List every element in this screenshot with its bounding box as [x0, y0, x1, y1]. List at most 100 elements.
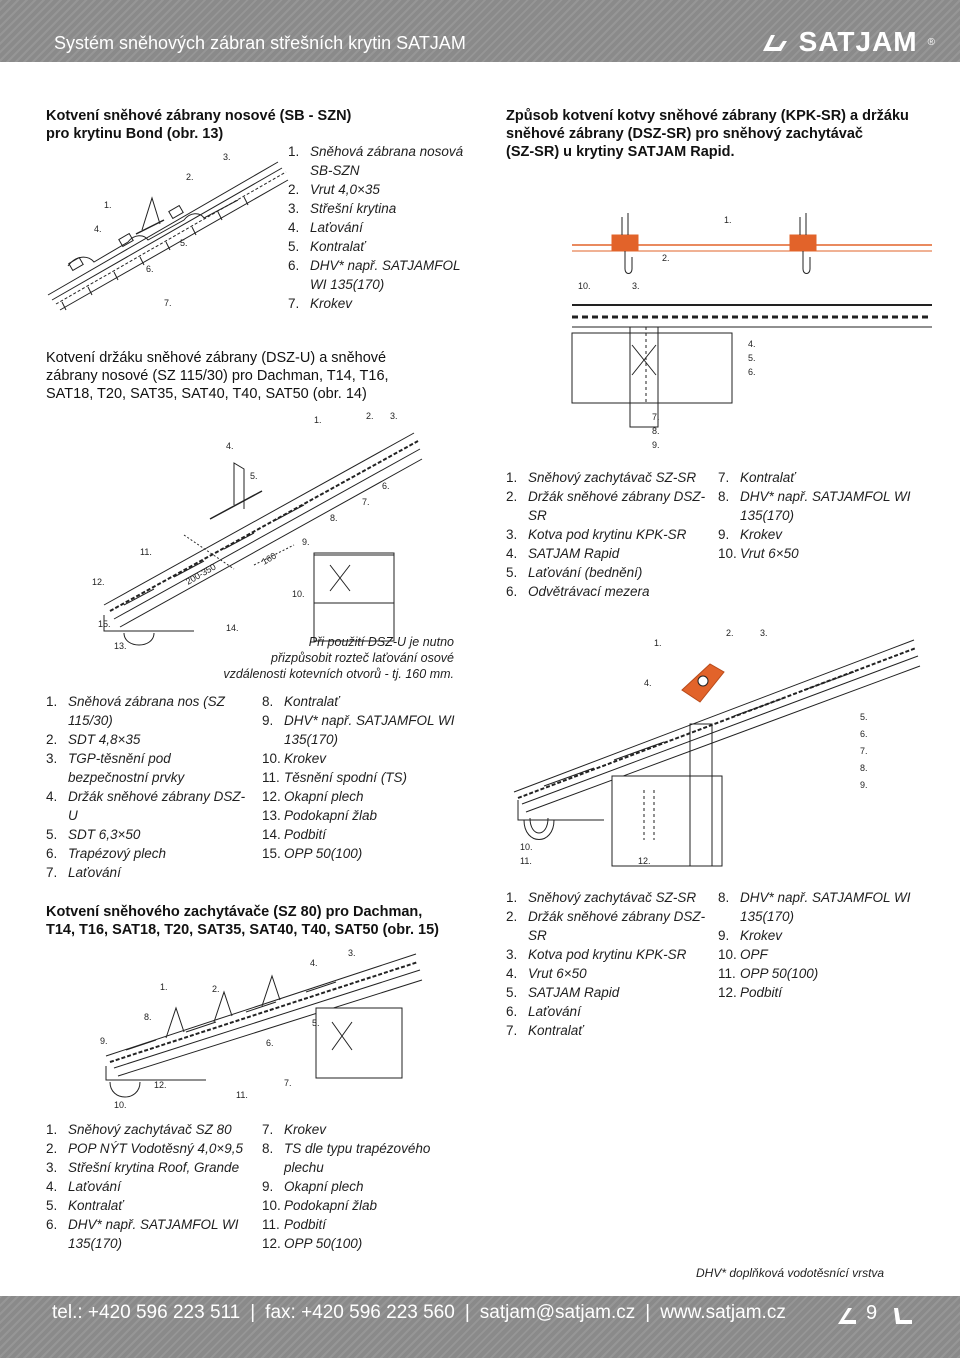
section2-heading-line: sněhové zábrany (DSZ-SR) pro sněhový zac… — [506, 126, 863, 142]
rapid-label-4: 4. — [748, 339, 756, 349]
footer-separator: | — [250, 1302, 256, 1323]
eave-label-7: 7. — [860, 746, 868, 756]
eave-label-1: 1. — [654, 638, 662, 648]
legend-item: 1.Sněhová zábrana nosová SB-SZN — [288, 144, 464, 178]
eave-label-9: 9. — [860, 780, 868, 790]
section1-legend: 1.Sněhová zábrana nosová SB-SZN 2.Vrut 4… — [288, 142, 468, 313]
legend-item: 4.Laťování — [46, 1179, 121, 1194]
legend-item: 14.Podbití — [262, 827, 327, 842]
eave-label-12: 12. — [638, 856, 651, 866]
fig14-dimension-160: 160 — [260, 551, 278, 567]
eave-label-10: 10. — [520, 842, 533, 852]
legend-item: 1.Sněhový zachytávač SZ-SR — [506, 890, 697, 905]
fig14-label-2: 2. — [366, 411, 374, 421]
legend-item: 1.Sněhová zábrana nos (SZ 115/30) — [46, 694, 225, 728]
fig13-label-5: 5. — [180, 238, 188, 248]
legend-item: 7.Kontralať — [506, 1023, 584, 1038]
legend-item: 5.SATJAM Rapid — [506, 985, 620, 1000]
legend-item: 3.TGP-těsnění pod bezpečnostní prvky — [46, 751, 185, 785]
fig15-label-3: 3. — [348, 948, 356, 958]
section2-legend-left: 1.Sněhový zachytávač SZ-SR 2.Držák sněho… — [506, 468, 716, 601]
legend-item: 10.Podokapní žlab — [262, 1198, 378, 1213]
legend-item: 3.Kotva pod krytinu KPK-SR — [506, 947, 687, 962]
section3-heading: Kotvení držáku sněhové zábrany (DSZ-U) a… — [46, 349, 466, 403]
fig15-label-6: 6. — [266, 1038, 274, 1048]
legend-item: 6.Trapézový plech — [46, 846, 167, 861]
footer-website[interactable]: www.satjam.cz — [660, 1302, 786, 1323]
legend-item: 5.SDT 6,3×50 — [46, 827, 141, 842]
section1-heading: Kotvení sněhové zábrany nosové (SB - SZN… — [46, 107, 376, 143]
legend-item: 3.Kotva pod krytinu KPK-SR — [506, 527, 687, 542]
fig15-label-9: 9. — [100, 1036, 108, 1046]
legend-item: 2.Držák sněhové zábrany DSZ-SR — [506, 489, 706, 523]
fig14-label-10: 10. — [292, 589, 305, 599]
fig13-label-7: 7. — [164, 298, 172, 308]
rapid-label-2: 2. — [662, 253, 670, 263]
legend-item: 6.Odvětrávací mezera — [506, 584, 650, 599]
section1-heading-line: pro krytinu Bond (obr. 13) — [46, 126, 224, 142]
legend-item: 7.Krokev — [288, 296, 353, 311]
legend-item: 8.TS dle typu trapézového plechu — [262, 1141, 431, 1175]
legend-item: 6.DHV* např. SATJAMFOL WI 135(170) — [288, 258, 461, 292]
legend-item: 3.Střešní krytina — [288, 201, 397, 216]
fig13-label-4: 4. — [94, 224, 102, 234]
rapid-label-6: 6. — [748, 367, 756, 377]
legend-item: 8.DHV* např. SATJAMFOL WI 135(170) — [718, 489, 911, 523]
footer-phone: tel.: +420 596 223 511 — [52, 1302, 241, 1323]
section1-heading-line: Kotvení sněhové zábrany nosové (SB - SZN… — [46, 108, 352, 124]
fig15-label-8: 8. — [144, 1012, 152, 1022]
legend-item: 9.Okapní plech — [262, 1179, 364, 1194]
figure-14-dsz-u: 1. 2. 3. 4. 5. 6. 7. 8. 9. 10. 11. 12. 1… — [92, 411, 423, 651]
eave-label-2: 2. — [726, 628, 734, 638]
section3-legend-left: 1.Sněhová zábrana nos (SZ 115/30) 2.SDT … — [46, 692, 246, 882]
fig14-label-13: 13. — [114, 641, 127, 651]
section3-heading-line: zábrany nosové (SZ 115/30) pro Dachman, … — [46, 368, 389, 384]
legend-item: 10.Vrut 6×50 — [718, 546, 799, 561]
section5-heading-line: T14, T16, SAT18, T20, SAT35, SAT40, T40,… — [46, 922, 439, 938]
legend-item: 5.Kontralať — [288, 239, 366, 254]
rapid-label-5: 5. — [748, 353, 756, 363]
legend-item: 2.Držák sněhové zábrany DSZ-SR — [506, 909, 706, 943]
legend-item: 11.OPP 50(100) — [718, 966, 819, 981]
satjam-mark-icon — [838, 1308, 856, 1324]
legend-item: 4.SATJAM Rapid — [506, 546, 620, 561]
figure-rapid-detail: 1. 2. 3. 4. 5. 6. 7. 8. 9. 10. — [571, 213, 932, 450]
legend-item: 6.DHV* např. SATJAMFOL WI 135(170) — [46, 1217, 239, 1251]
legend-item: 11.Těsnění spodní (TS) — [262, 770, 408, 785]
legend-item: 10.Krokev — [262, 751, 327, 766]
section5-legend-right: 7.Krokev 8.TS dle typu trapézového plech… — [262, 1120, 462, 1253]
legend-item: 1.Sněhový zachytávač SZ 80 — [46, 1122, 232, 1137]
figure-15-sz80: 1. 2. 3. 4. 5. 6. 7. 8. 9. 10. 11. 12. — [100, 948, 423, 1110]
fig14-label-4: 4. — [226, 441, 234, 451]
fig15-label-12: 12. — [154, 1080, 167, 1090]
fig14-label-1: 1. — [314, 415, 322, 425]
legend-item: 4.Laťování — [288, 220, 363, 235]
figure-13-bond: 1. 2. 3. 4. 5. 6. 7. — [47, 152, 289, 311]
legend-item: 2.POP NÝT Vodotěsný 4,0×9,5 — [46, 1141, 243, 1156]
eave-label-6: 6. — [860, 729, 868, 739]
fig13-label-6: 6. — [146, 264, 154, 274]
header-title: Systém sněhových zábran střešních krytin… — [54, 33, 466, 53]
fig13-label-1: 1. — [104, 200, 112, 210]
footer-fax: fax: +420 596 223 560 — [265, 1302, 455, 1323]
legend-item: 3.Střešní krytina Roof, Grande — [46, 1160, 240, 1175]
legend-item: 5.Laťování (bednění) — [506, 565, 643, 580]
fig13-label-3: 3. — [223, 152, 231, 162]
legend-item: 5.Kontralať — [46, 1198, 124, 1213]
legend-item: 8.Kontralať — [262, 694, 340, 709]
fig14-label-12: 12. — [92, 577, 105, 587]
page-number: 9 — [866, 1302, 878, 1324]
legend-item: 4.Vrut 6×50 — [506, 966, 587, 981]
section4-legend-left: 1.Sněhový zachytávač SZ-SR 2.Držák sněho… — [506, 888, 716, 1040]
legend-item: 2.SDT 4,8×35 — [46, 732, 141, 747]
figure-rapid-eave: 1. 2. 3. 4. 5. 6. 7. 8. 9. 10. 11. 12. — [513, 628, 921, 867]
fig14-label-15: 15. — [98, 619, 111, 629]
legend-item: 8.DHV* např. SATJAMFOL WI 135(170) — [718, 890, 911, 924]
fig14-label-11: 11. — [140, 547, 152, 557]
section5-heading-line: Kotvení sněhového zachytávače (SZ 80) pr… — [46, 904, 423, 920]
rapid-label-9: 9. — [652, 440, 660, 450]
section5-legend-left: 1.Sněhový zachytávač SZ 80 2.POP NÝT Vod… — [46, 1120, 250, 1253]
footer-email[interactable]: satjam@satjam.cz — [479, 1302, 636, 1323]
rapid-label-3: 3. — [632, 281, 640, 291]
rapid-label-10: 10. — [578, 281, 591, 291]
